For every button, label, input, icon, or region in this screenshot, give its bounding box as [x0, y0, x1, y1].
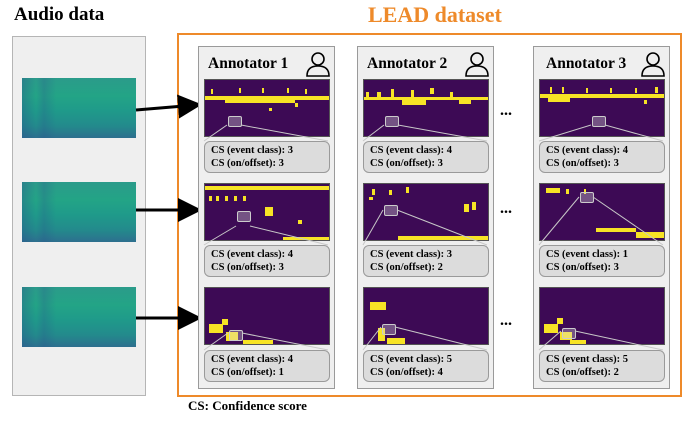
cs-event-class: CS (event class): 1: [546, 249, 628, 260]
ellipsis: ...: [500, 200, 512, 217]
annotation-plot-1-2: [204, 183, 330, 241]
confidence-score-box: CS (event class): 4 CS (on/offset): 3: [204, 245, 330, 277]
annotation-plot-3-3: [539, 287, 665, 345]
cs-onoffset: CS (on/offset): 3: [211, 158, 284, 169]
ellipsis: ...: [500, 312, 512, 329]
confidence-score-box: CS (event class): 4 CS (on/offset): 1: [204, 350, 330, 382]
cs-event-class: CS (event class): 4: [546, 145, 628, 156]
ellipsis: ...: [500, 102, 512, 119]
confidence-score-box: CS (event class): 3 CS (on/offset): 2: [363, 245, 489, 277]
spectrogram-2: [22, 182, 136, 242]
cs-event-class: CS (event class): 3: [211, 145, 293, 156]
cs-onoffset: CS (on/offset): 3: [211, 262, 284, 273]
confidence-score-box: CS (event class): 1 CS (on/offset): 3: [539, 245, 665, 277]
cs-onoffset: CS (on/offset): 1: [211, 367, 284, 378]
arrow-row-1: [135, 94, 202, 119]
zoom-region: [592, 116, 606, 127]
annotation-plot-2-3: [363, 287, 489, 345]
annotator-3-title: Annotator 3: [546, 55, 627, 72]
person-icon: [306, 52, 330, 77]
zoom-region: [237, 211, 251, 222]
spectrogram-3: [22, 287, 136, 347]
annotation-plot-2-1: [363, 79, 489, 137]
zoom-region: [562, 328, 576, 339]
audio-data-title: Audio data: [14, 4, 105, 25]
cs-event-class: CS (event class): 4: [370, 145, 452, 156]
cs-onoffset: CS (on/offset): 4: [370, 367, 443, 378]
annotator-3-panel: Annotator 3 CS (event class): 4 CS (on/o…: [533, 46, 670, 389]
confidence-score-legend: CS: Confidence score: [188, 398, 307, 413]
cs-onoffset: CS (on/offset): 3: [546, 262, 619, 273]
cs-onoffset: CS (on/offset): 2: [546, 367, 619, 378]
confidence-score-box: CS (event class): 5 CS (on/offset): 4: [363, 350, 489, 382]
zoom-region: [229, 330, 243, 341]
cs-event-class: CS (event class): 4: [211, 354, 293, 365]
lead-dataset-title: LEAD dataset: [368, 2, 502, 27]
confidence-score-box: CS (event class): 5 CS (on/offset): 2: [539, 350, 665, 382]
annotation-plot-1-1: [204, 79, 330, 137]
cs-event-class: CS (event class): 4: [211, 249, 293, 260]
cs-onoffset: CS (on/offset): 3: [370, 158, 443, 169]
annotator-2-panel: Annotator 2 CS (event class): 4 CS (on/o…: [357, 46, 494, 389]
spectrogram-1: [22, 78, 136, 138]
audio-data-panel: [12, 36, 146, 396]
annotation-plot-2-2: [363, 183, 489, 241]
zoom-region: [385, 116, 399, 127]
cs-onoffset: CS (on/offset): 2: [370, 262, 443, 273]
cs-event-class: CS (event class): 5: [546, 354, 628, 365]
person-icon: [465, 52, 489, 77]
person-icon: [641, 52, 665, 77]
cs-event-class: CS (event class): 5: [370, 354, 452, 365]
zoom-region: [228, 116, 242, 127]
confidence-score-box: CS (event class): 3 CS (on/offset): 3: [204, 141, 330, 173]
annotator-2-title: Annotator 2: [367, 55, 448, 72]
confidence-score-box: CS (event class): 4 CS (on/offset): 3: [363, 141, 489, 173]
annotation-plot-3-2: [539, 183, 665, 241]
confidence-score-box: CS (event class): 4 CS (on/offset): 3: [539, 141, 665, 173]
cs-onoffset: CS (on/offset): 3: [546, 158, 619, 169]
zoom-region: [382, 324, 396, 335]
annotation-plot-3-1: [539, 79, 665, 137]
annotator-1-title: Annotator 1: [208, 55, 289, 72]
annotator-1-panel: Annotator 1 CS (event class): 3 CS (on/o…: [198, 46, 335, 389]
cs-event-class: CS (event class): 3: [370, 249, 452, 260]
